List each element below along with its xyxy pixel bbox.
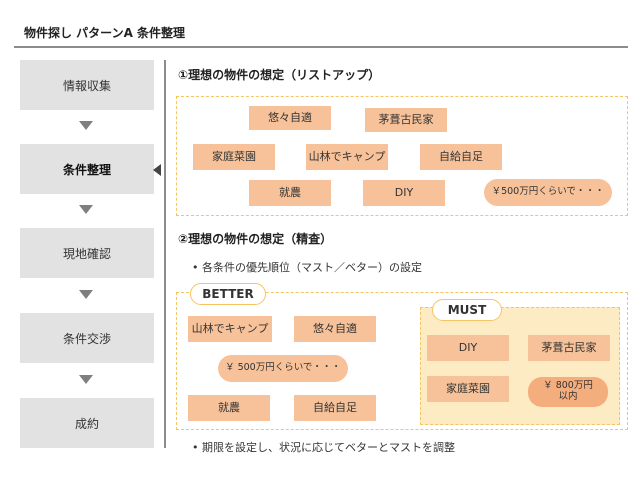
section2-box (176, 292, 628, 430)
down-arrow-icon (79, 290, 93, 299)
tag-thatched-house: 茅葺古民家 (365, 108, 447, 132)
deadline-bullet: • 期限を設定し、状況に応じてベターとマストを調整 (192, 441, 455, 454)
must-tag-diy: DIY (427, 335, 509, 361)
down-arrow-icon (79, 205, 93, 214)
must-label: MUST (432, 299, 502, 321)
step-info-gathering: 情報収集 (20, 60, 154, 110)
section1-heading: ①理想の物件の想定（リストアップ） (178, 68, 381, 82)
page-title: 物件探し パターンA 条件整理 (24, 26, 186, 40)
must-budget-pill: ￥ 800万円 以内 (528, 377, 608, 407)
must-budget-line1: ￥ 800万円 (543, 380, 593, 392)
must-box (420, 307, 620, 425)
better-tag-self-sufficiency: 自給自足 (294, 395, 376, 421)
active-step-pointer-icon (153, 164, 161, 176)
title-divider (14, 46, 628, 48)
tag-forest-camping: 山林でキャンプ (306, 144, 388, 170)
tag-leisure: 悠々自適 (249, 106, 331, 130)
step-condition-organizing: 条件整理 (20, 144, 154, 194)
section2-heading: ②理想の物件の想定（精査） (178, 232, 333, 246)
step-negotiation: 条件交渉 (20, 313, 154, 363)
step-contract: 成約 (20, 398, 154, 448)
better-budget-pill: ￥ 500万円くらいで・・・ (218, 355, 348, 382)
down-arrow-icon (79, 121, 93, 130)
better-label: BETTER (190, 283, 266, 305)
must-tag-thatched-house: 茅葺古民家 (528, 335, 610, 361)
must-budget-line2: 以内 (558, 391, 578, 402)
step-site-check: 現地確認 (20, 228, 154, 278)
better-tag-forest-camping: 山林でキャンプ (188, 316, 272, 342)
tag-farming: 就農 (249, 180, 331, 206)
budget-pill: ￥500万円くらいで・・・ (484, 179, 612, 206)
must-tag-home-garden: 家庭菜園 (427, 376, 509, 402)
tag-diy: DIY (363, 180, 445, 206)
better-tag-farming: 就農 (188, 395, 270, 421)
better-tag-leisure: 悠々自適 (294, 316, 376, 342)
tag-home-garden: 家庭菜園 (193, 144, 275, 170)
down-arrow-icon (79, 375, 93, 384)
section1-box (176, 96, 628, 216)
tag-self-sufficiency: 自給自足 (420, 144, 502, 170)
priority-bullet: • 各条件の優先順位（マスト／ベター）の設定 (192, 261, 422, 274)
vertical-divider (164, 60, 166, 448)
